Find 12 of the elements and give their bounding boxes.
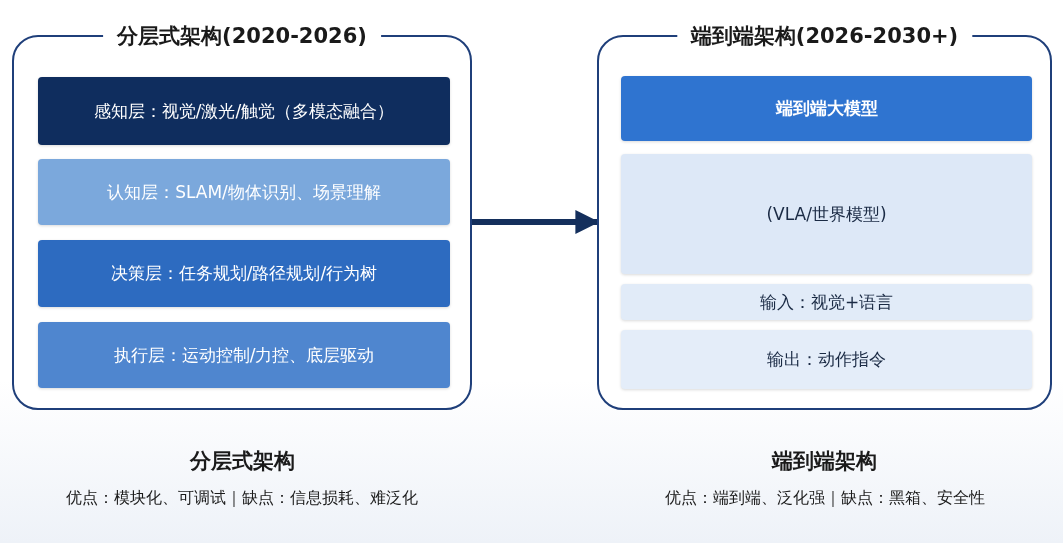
layer-box: 执行层：运动控制/力控、底层驱动 — [38, 322, 450, 388]
layer-box: 决策层：任务规划/路径规划/行为树 — [38, 240, 450, 307]
layer-box: (VLA/世界模型) — [621, 154, 1032, 274]
layer-box: 端到端大模型 — [621, 76, 1032, 141]
layer-box: 认知层：SLAM/物体识别、场景理解 — [38, 159, 450, 225]
architecture-name: 分层式架构 — [188, 448, 296, 475]
pros-cons-text: 优点：端到端、泛化强｜缺点：黑箱、安全性 — [663, 488, 986, 509]
architecture-name: 端到端架构 — [770, 448, 878, 475]
layer-box: 感知层：视觉/激光/触觉（多模态融合） — [38, 77, 450, 145]
pros-cons-text: 优点：模块化、可调试｜缺点：信息损耗、难泛化 — [65, 488, 419, 509]
layer-box: 输出：动作指令 — [621, 330, 1032, 389]
layer-box: 输入：视觉+语言 — [621, 284, 1032, 320]
